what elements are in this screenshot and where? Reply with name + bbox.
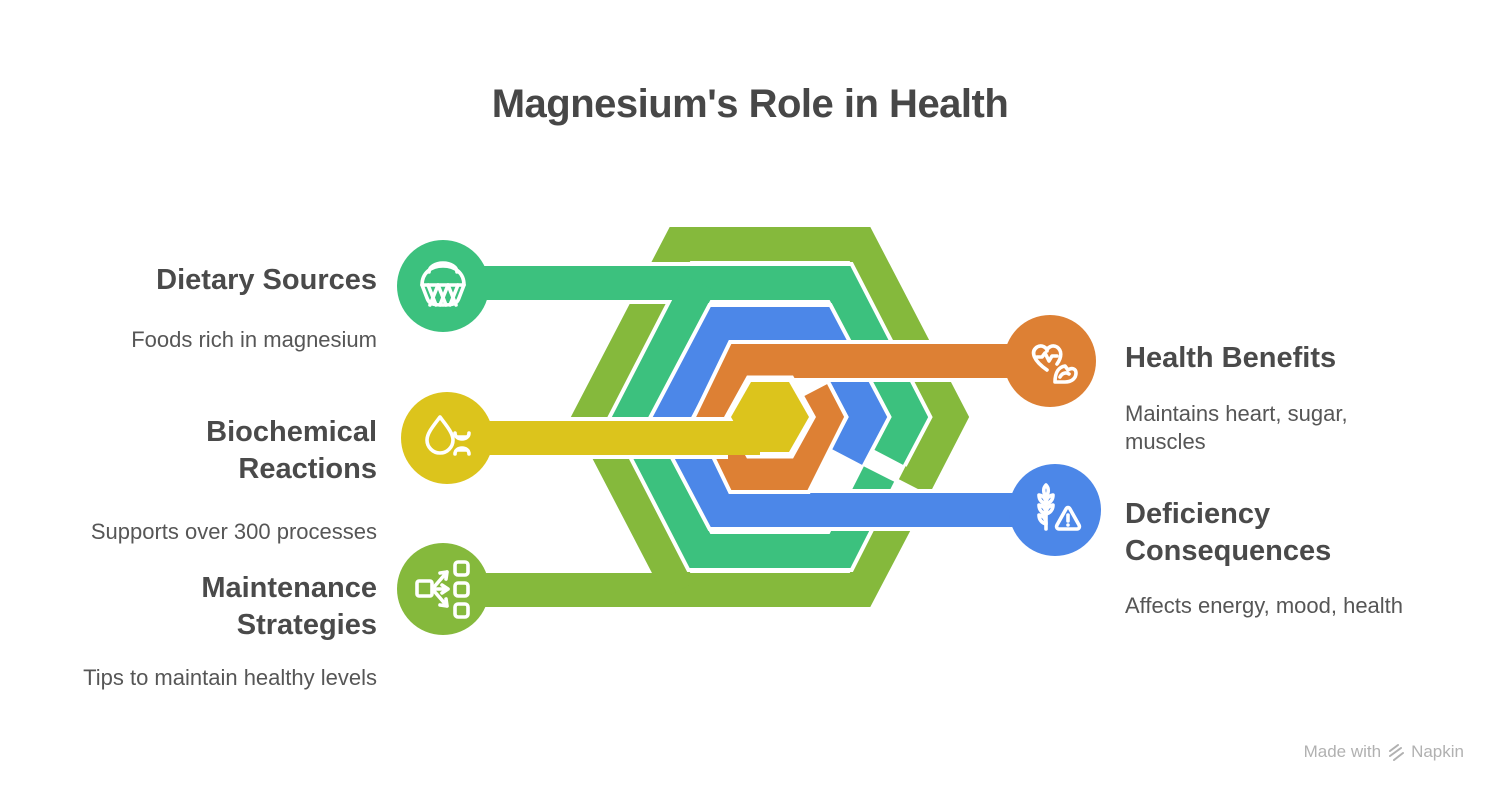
label-deficiency-consequences-description: Affects energy, mood, health [1125, 593, 1404, 618]
label-maintenance-strategies-description: Tips to maintain healthy levels [83, 665, 377, 690]
label-biochemical-reactions-title: Biochemical Reactions [206, 416, 377, 485]
label-health-benefits-description: Maintains heart, sugar, muscles [1125, 401, 1348, 454]
droplet-dna-icon [425, 415, 471, 456]
node-maintenance-strategies [397, 543, 489, 635]
heart-muscle-icon [1031, 344, 1078, 384]
page-title: Magnesium's Role in Health [491, 82, 1009, 126]
node-dietary-sources [397, 240, 489, 332]
napkin-watermark[interactable]: Made with Napkin [1304, 742, 1464, 762]
label-health-benefits-title: Health Benefits [1125, 342, 1337, 374]
label-dietary-sources-title: Dietary Sources [156, 264, 377, 296]
center-hexagon-fill [731, 382, 809, 452]
label-deficiency-consequences-title: Deficiency Consequences [1125, 498, 1332, 567]
label-biochemical-reactions-description: Supports over 300 processes [90, 519, 377, 544]
basket-icon [420, 261, 466, 307]
branch-distribution-icon [415, 560, 470, 619]
label-dietary-sources-description: Foods rich in magnesium [131, 327, 377, 352]
watermark-prefix: Made with [1303, 742, 1382, 761]
ring-health [691, 340, 1055, 494]
node-health-benefits [1004, 315, 1096, 407]
ring-deficiency [648, 303, 1055, 531]
node-deficiency-consequences [1009, 464, 1101, 556]
napkin-logo-icon [1389, 744, 1405, 761]
wheat-warning-icon [1037, 483, 1082, 531]
watermark-brand: Napkin [1411, 742, 1464, 761]
node-biochemical-reactions [401, 392, 493, 484]
label-maintenance-strategies-title: Maintenance Strategies [201, 572, 377, 641]
